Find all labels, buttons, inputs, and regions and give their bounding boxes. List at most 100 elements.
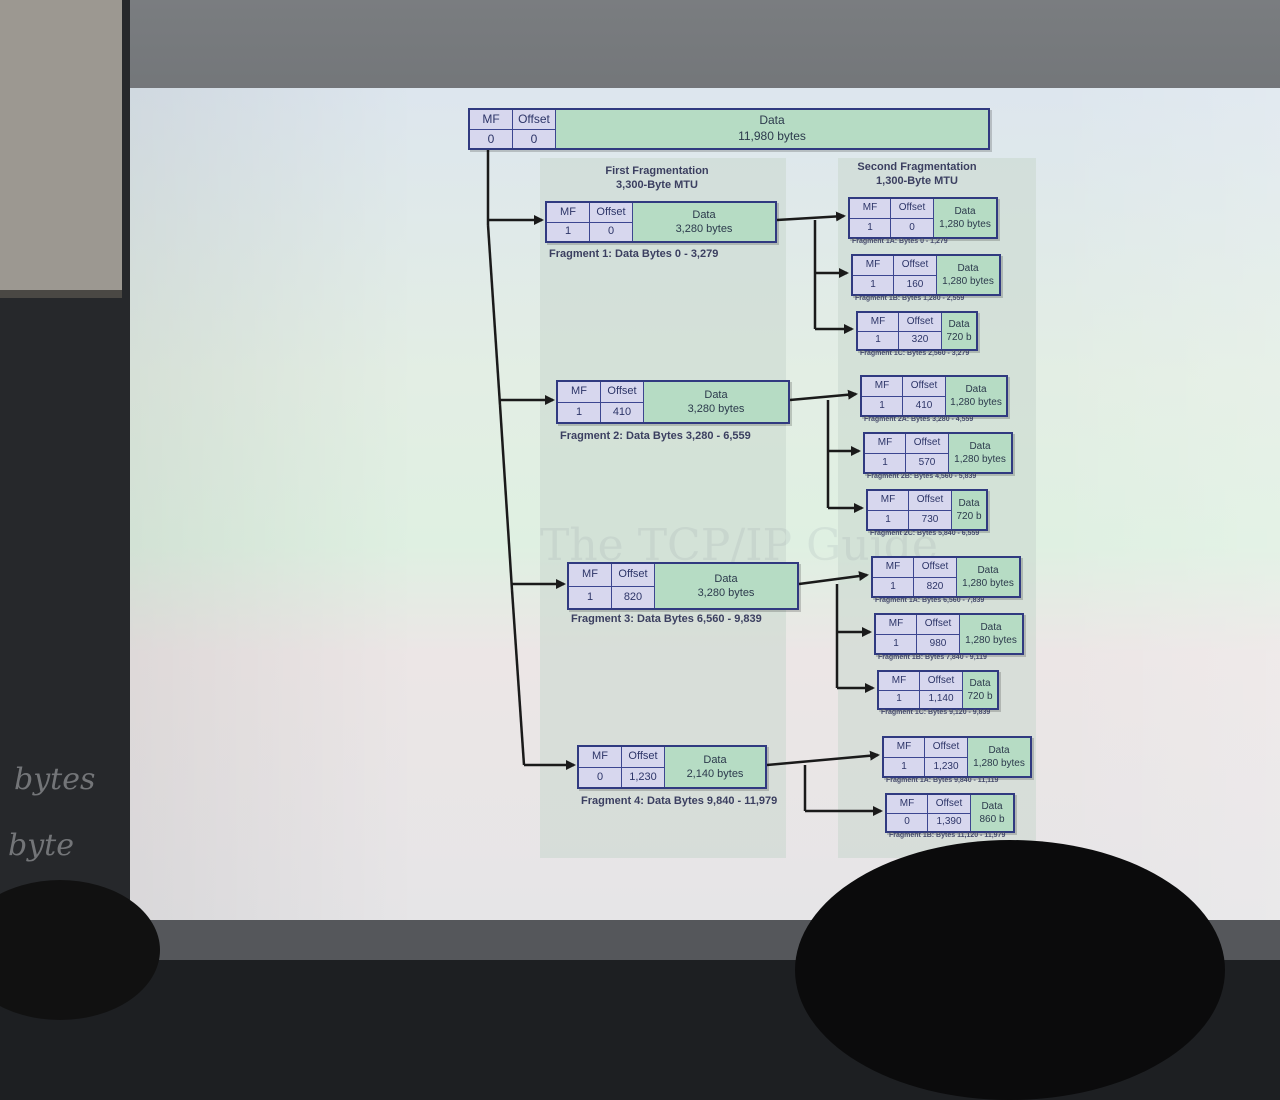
offset-header: Offset — [607, 385, 637, 398]
offset-header: Offset — [898, 202, 926, 214]
fragment-caption: Fragment 3: Data Bytes 6,560 - 9,839 — [571, 613, 762, 625]
offset-value: 1,230 — [622, 766, 664, 788]
offset-header: Offset — [932, 741, 960, 753]
chalk-writing: bytes — [14, 762, 96, 797]
data-size: 3,280 bytes — [697, 587, 755, 599]
offset-value: 1,140 — [920, 689, 962, 709]
connector-line — [789, 389, 858, 402]
sub-fragment-caption: Fragment 2C: Bytes 5,840 - 6,559 — [870, 530, 980, 537]
mf-value: 1 — [850, 217, 890, 238]
mf-value: 1 — [884, 756, 924, 777]
mf-header: MF — [877, 437, 893, 449]
mf-value: 1 — [865, 452, 905, 473]
data-size: 3,280 bytes — [675, 223, 733, 235]
offset-header: Offset — [910, 380, 938, 392]
sub-fragment-caption: Fragment 1A: Bytes 9,840 - 11,119 — [886, 777, 999, 784]
offset-value: 570 — [906, 452, 948, 473]
offset-value: 160 — [894, 274, 936, 295]
mf-value: 1 — [873, 576, 913, 597]
sub-fragment-caption: Fragment 1C: Bytes 2,560 - 3,279 — [860, 350, 970, 357]
mf-header: MF — [571, 385, 587, 398]
sub-fragment-caption: Fragment 1A: Bytes 6,560 - 7,839 — [875, 597, 985, 604]
offset-value: 320 — [899, 330, 941, 350]
board-rail — [0, 290, 122, 298]
sub-fragment-caption: Fragment 1B: Bytes 1,280 - 2,559 — [855, 295, 965, 302]
mf-header: MF — [482, 112, 500, 127]
offset-header: Offset — [927, 674, 955, 686]
offset-value: 0 — [891, 217, 933, 238]
offset-header: Offset — [935, 797, 963, 809]
sub-fragment-caption: Fragment 1A: Bytes 0 - 1,279 — [852, 238, 948, 245]
data-size: 1,280 bytes — [973, 758, 1025, 769]
connector-line — [486, 224, 502, 406]
mf-header: MF — [899, 797, 915, 809]
offset-header: Offset — [518, 112, 550, 127]
mf-header: MF — [880, 494, 896, 506]
mf-header: MF — [888, 618, 904, 630]
data-size: 720 b — [956, 511, 982, 522]
audience-head — [795, 840, 1225, 1100]
offset-value: 1,390 — [928, 812, 970, 832]
mf-value: 0 — [470, 128, 512, 149]
mf-value: 0 — [887, 812, 927, 832]
offset-header: Offset — [906, 315, 934, 327]
offset-header: Offset — [924, 618, 952, 630]
mf-header: MF — [862, 202, 878, 214]
data-label: Data — [980, 622, 1002, 633]
mf-header: MF — [885, 561, 901, 573]
offset-value: 0 — [590, 221, 632, 242]
mf-value: 1 — [569, 585, 611, 609]
connector-lines — [486, 211, 883, 816]
sub-fragment-box: MF 1 Offset 0 Data 1,280 bytes — [848, 197, 998, 239]
data-size: 720 b — [967, 691, 993, 702]
data-size: 1,280 bytes — [939, 219, 991, 230]
mf-header: MF — [874, 380, 890, 392]
connector-line — [510, 589, 526, 766]
offset-value: 0 — [513, 128, 555, 149]
offset-value: 410 — [601, 401, 643, 423]
first-fragmentation-band — [540, 158, 786, 858]
data-label: Data — [977, 565, 999, 576]
data-label: Data — [954, 206, 976, 217]
data-size: 3,280 bytes — [687, 403, 745, 415]
data-label: Data — [969, 678, 991, 689]
offset-header: Offset — [596, 205, 626, 218]
mf-header: MF — [560, 205, 576, 218]
mf-value: 0 — [579, 766, 621, 788]
whiteboard-strip — [0, 0, 122, 290]
data-size: 860 b — [979, 814, 1005, 825]
mf-value: 1 — [876, 633, 916, 654]
sub-fragment-caption: Fragment 1B: Bytes 7,840 - 9,119 — [878, 654, 987, 661]
data-label: Data — [714, 572, 738, 585]
sub-fragment-caption: Fragment 1C: Bytes 9,120 - 9,839 — [881, 709, 991, 716]
data-label: Data — [958, 498, 980, 509]
sub-fragment-caption: Fragment 1B: Bytes 11,120 - 11,979 — [889, 832, 1006, 839]
offset-header: Offset — [618, 568, 648, 581]
data-size: 1,280 bytes — [962, 578, 1014, 589]
data-label: Data — [948, 319, 970, 330]
offset-value: 820 — [612, 585, 654, 609]
fragment-caption: Fragment 4: Data Bytes 9,840 - 11,979 — [581, 795, 778, 807]
data-label: Data — [957, 263, 979, 274]
mf-value: 1 — [862, 395, 902, 416]
offset-header: Offset — [921, 561, 949, 573]
offset-value: 410 — [903, 395, 945, 416]
offset-header: Offset — [628, 750, 658, 763]
data-size: 1,280 bytes — [965, 635, 1017, 646]
mf-value: 1 — [858, 330, 898, 350]
connector-line — [776, 211, 846, 222]
mf-header: MF — [870, 315, 886, 327]
